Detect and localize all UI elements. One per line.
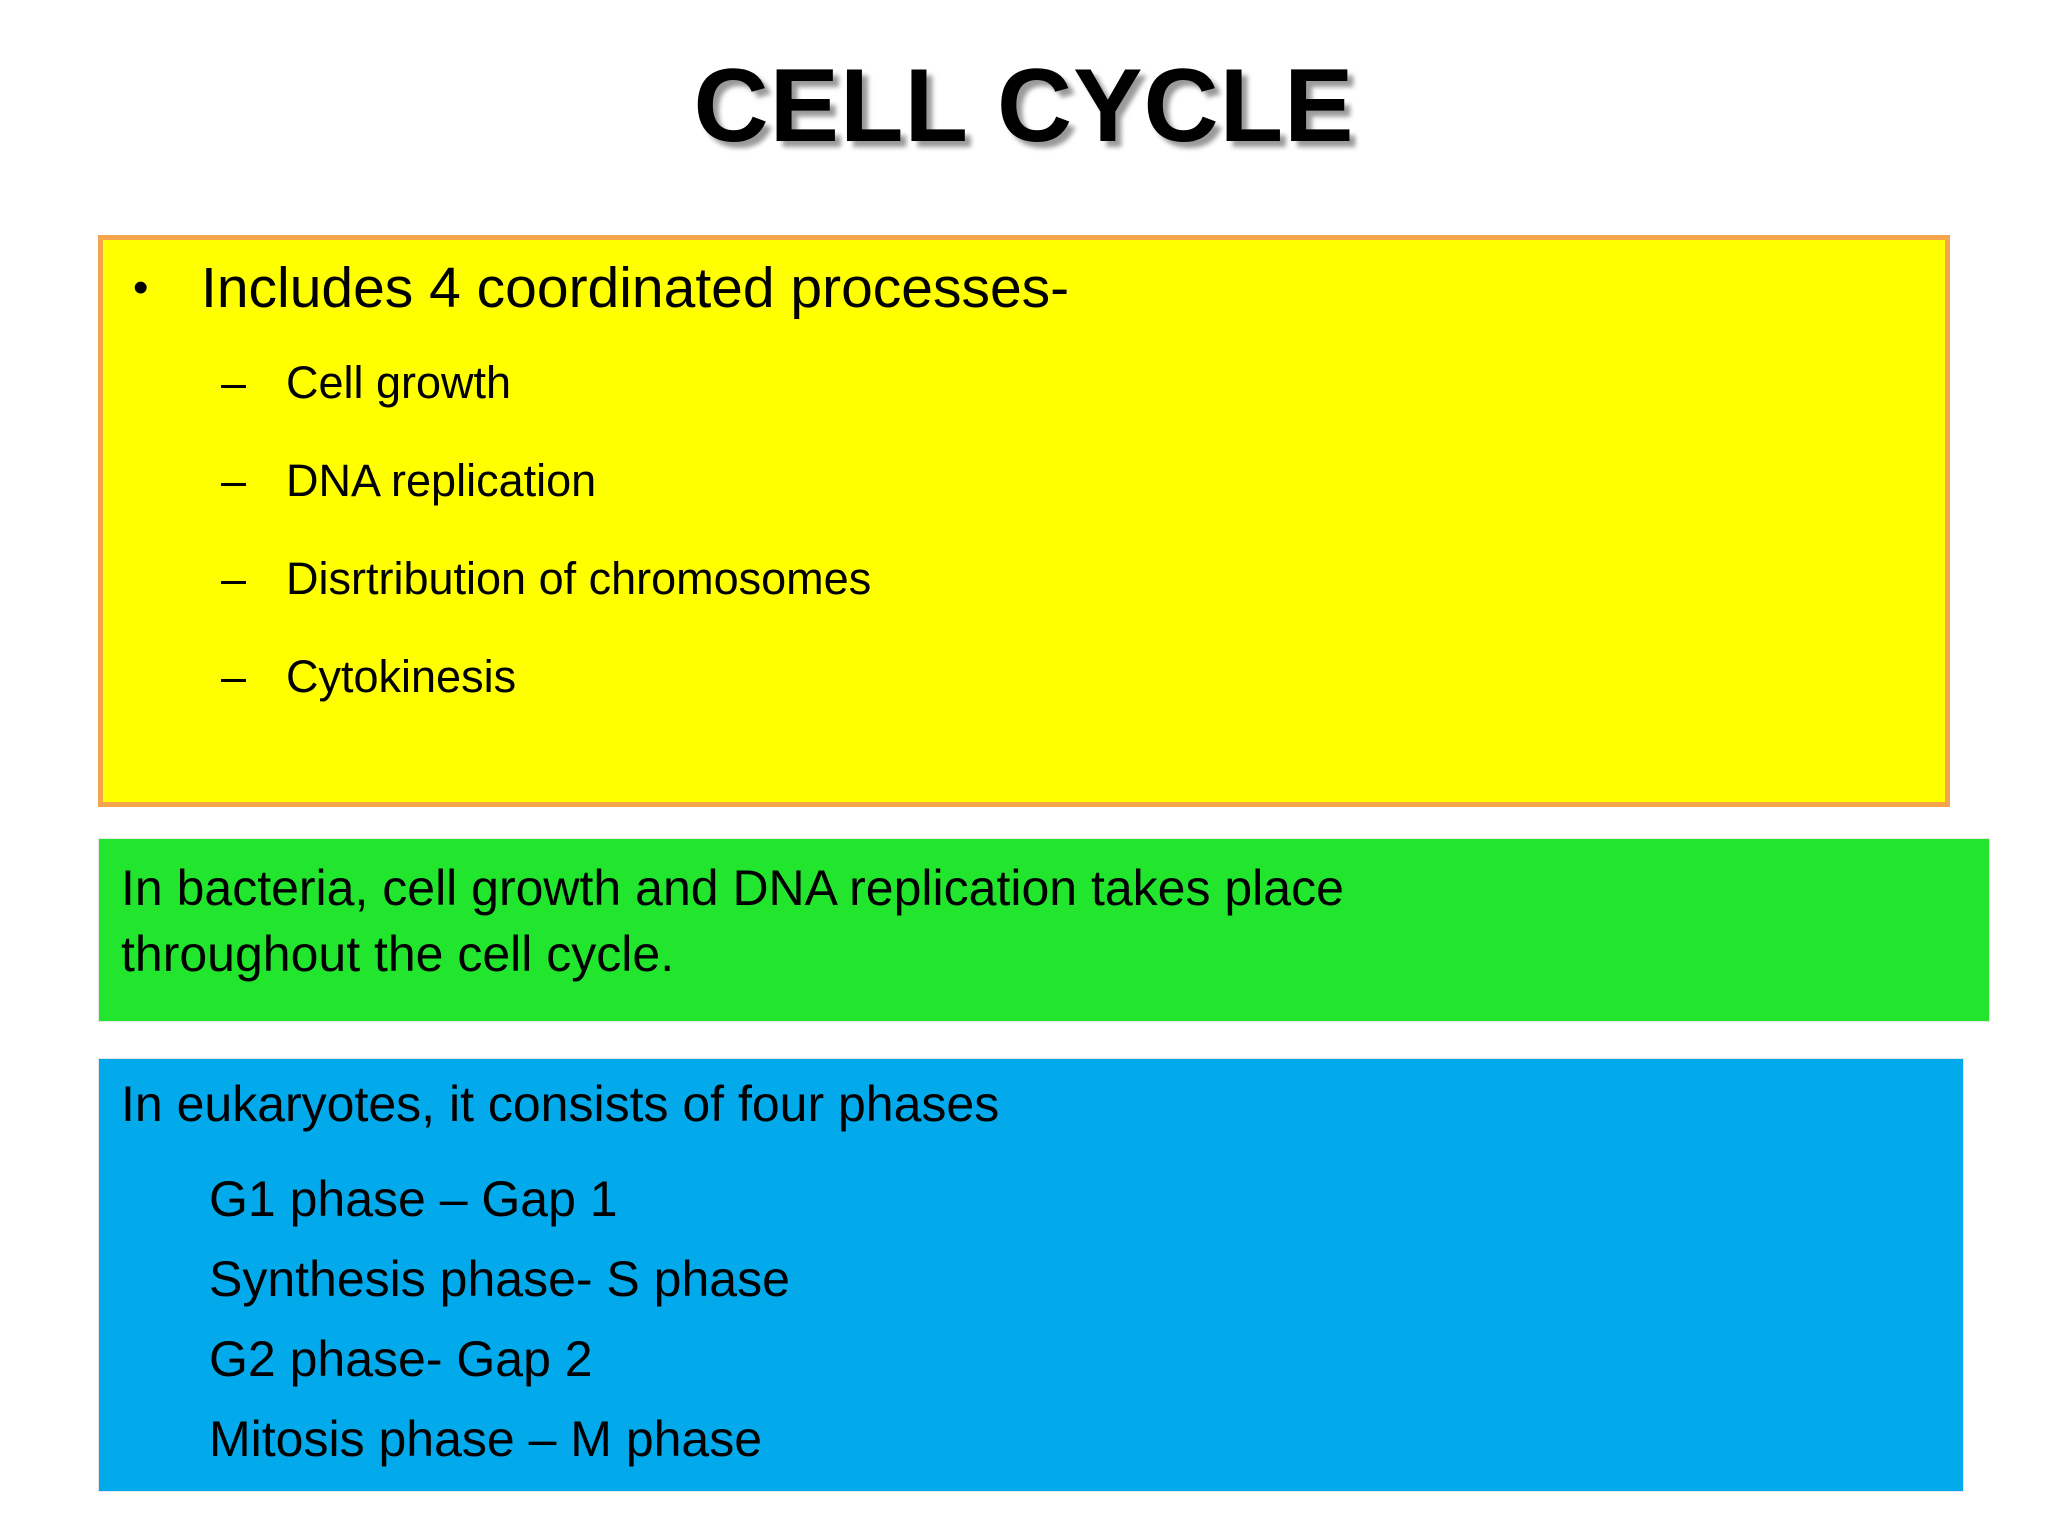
dash-marker-icon: – [221,651,247,702]
list-item: – Disrtribution of chromosomes [221,554,871,652]
list-item: – Cell growth [221,358,871,456]
dash-marker-icon: – [221,455,247,506]
list-item-label: DNA replication [286,455,597,506]
list-item-label: Disrtribution of chromosomes [286,553,872,604]
list-item: G2 phase- Gap 2 [209,1331,593,1387]
blue-content-box: In eukaryotes, it consists of four phase… [98,1058,1964,1492]
green-paragraph: In bacteria, cell growth and DNA replica… [121,855,1911,987]
blue-phase-list: G1 phase – Gap 1 Synthesis phase- S phas… [209,1159,790,1479]
list-item: – DNA replication [221,456,871,554]
green-content-box: In bacteria, cell growth and DNA replica… [98,838,1990,1022]
bullet-point-icon: • [133,263,149,312]
yellow-content-box: • Includes 4 coordinated processes- – Ce… [98,235,1950,807]
list-item-label: Cell growth [286,357,512,408]
yellow-heading-bullet: • Includes 4 coordinated processes- [133,256,1070,320]
dash-marker-icon: – [221,553,247,604]
list-item-label: Cytokinesis [286,651,517,702]
blue-lead-text: In eukaryotes, it consists of four phase… [121,1076,1000,1132]
page-title: CELL CYCLE [693,48,1355,164]
yellow-sub-list: – Cell growth – DNA replication – Disrtr… [221,358,871,750]
dash-marker-icon: – [221,357,247,408]
list-item: G1 phase – Gap 1 [209,1171,618,1227]
list-item: Mitosis phase – M phase [209,1411,763,1467]
list-item: Synthesis phase- S phase [209,1251,790,1307]
green-paragraph-line: throughout the cell cycle. [121,926,675,982]
list-item: – Cytokinesis [221,652,871,750]
yellow-heading-text: Includes 4 coordinated processes- [201,256,1070,320]
green-paragraph-line: In bacteria, cell growth and DNA replica… [121,860,1344,916]
